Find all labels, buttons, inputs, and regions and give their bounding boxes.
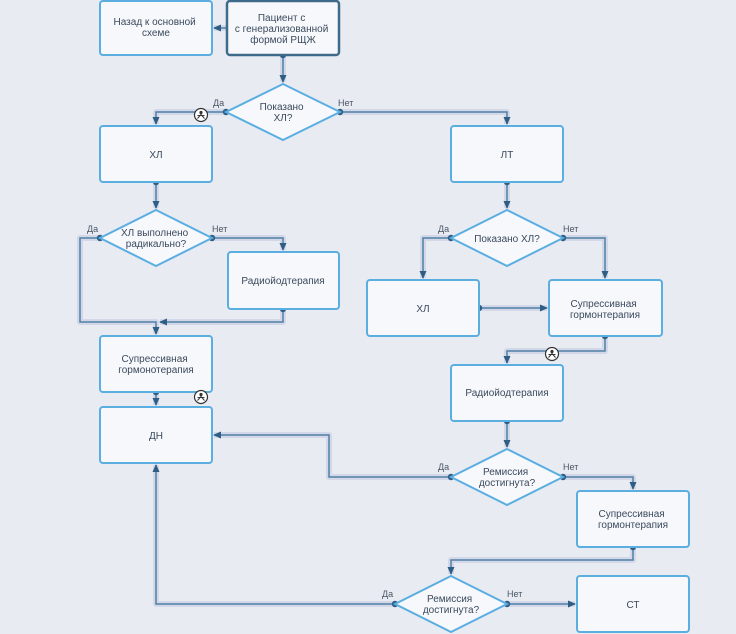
svg-text:Радиойодтерапия: Радиойодтерапия xyxy=(465,388,548,399)
connectors xyxy=(77,24,637,608)
node-hl-1[interactable]: ХЛ xyxy=(99,125,213,183)
svg-text:ДН: ДН xyxy=(149,431,163,442)
node-suppressive-2[interactable]: Супрессивная гормонтерапия xyxy=(576,490,690,548)
node-st[interactable]: СТ xyxy=(576,575,690,633)
connector-sup-to-d5[interactable] xyxy=(447,547,634,575)
connector-halo-d4-no-to-sup xyxy=(563,474,636,489)
d3-yes-label: Да xyxy=(438,224,449,234)
d1-yes-label: Да xyxy=(213,98,224,108)
connector-d4-yes-to-dn[interactable] xyxy=(213,431,451,478)
svg-text:Супрессивная гормонтерап: Супрессивная гормонтерапия xyxy=(598,509,668,531)
svg-text:Ремиссия достигнута?: Ремиссия достигнута? xyxy=(479,467,536,489)
connector-d5-yes-to-dn[interactable] xyxy=(152,464,395,605)
connector-halo-d1-yes-to-hl xyxy=(153,109,226,124)
svg-text:ХЛ: ХЛ xyxy=(149,150,162,161)
d3-no-label: Нет xyxy=(563,224,578,234)
connector-d2-no-to-rit[interactable] xyxy=(212,237,287,251)
node-hl-2[interactable]: ХЛ xyxy=(366,279,480,337)
node-back[interactable]: Назад к основной схеме xyxy=(99,0,213,56)
svg-text:Пациент с с генерализова: Пациент с с генерализованной формой РЩЖ xyxy=(235,13,331,46)
connector-d1-no-to-lt[interactable] xyxy=(340,111,511,125)
svg-text:Ремиссия достигнута?: Ремиссия достигнута? xyxy=(423,594,480,616)
connector-d2-yes-to-sup[interactable] xyxy=(79,237,160,335)
connector-halo-d1-no-to-lt xyxy=(340,109,510,124)
svg-text:СТ: СТ xyxy=(627,600,640,611)
connector-d3-no-to-sup[interactable] xyxy=(563,237,609,279)
node-suppressive-1[interactable]: Супрессивная гормонтерапия xyxy=(548,279,663,337)
person-marker-icon[interactable] xyxy=(193,389,209,405)
node-radioiodine-1[interactable]: Радиойодтерапия xyxy=(227,251,340,310)
svg-text:ХЛ: ХЛ xyxy=(416,304,429,315)
connector-halo-d5-yes-to-dn xyxy=(153,465,395,607)
connector-halo-d3-no-to-sup xyxy=(563,235,608,278)
svg-text:Супрессивная гормонотера: Супрессивная гормонотерапия xyxy=(118,354,193,376)
d2-yes-label: Да xyxy=(87,224,98,234)
svg-text:ЛТ: ЛТ xyxy=(501,150,514,161)
svg-text:Показано ХЛ?: Показано ХЛ? xyxy=(474,234,540,245)
d2-no-label: Нет xyxy=(212,224,227,234)
decision-d2[interactable]: ХЛ выполнено радикально? xyxy=(97,208,215,268)
connector-d4-no-to-sup[interactable] xyxy=(563,476,637,490)
connector-halo-d3-yes-to-hl xyxy=(420,235,451,278)
connector-rit-to-sup[interactable] xyxy=(159,309,284,326)
node-dn[interactable]: ДН xyxy=(99,406,213,464)
node-radioiodine-2[interactable]: Радиойодтерапия xyxy=(450,364,564,422)
node-lt[interactable]: ЛТ xyxy=(450,125,564,183)
svg-text:ХЛ выполнено радикально?: ХЛ выполнено радикально? xyxy=(121,228,191,250)
decision-d4[interactable]: Ремиссия достигнута? xyxy=(448,447,566,507)
decision-d3[interactable]: Показано ХЛ? xyxy=(448,208,566,268)
svg-text:Супрессивная гормонтерап: Супрессивная гормонтерапия xyxy=(570,299,640,321)
connector-halo-d2-no-to-rit xyxy=(212,235,286,250)
person-marker-icon[interactable] xyxy=(193,107,209,123)
d5-yes-label: Да xyxy=(382,589,393,599)
svg-text:Назад к основной схеме: Назад к основной схеме xyxy=(114,17,199,39)
decision-d5[interactable]: Ремиссия достигнута? xyxy=(392,574,510,634)
connector-halo-rit-to-sup xyxy=(160,309,286,325)
d5-no-label: Нет xyxy=(507,589,522,599)
connector-d3-yes-to-hl[interactable] xyxy=(419,237,451,279)
svg-text:Радиойодтерапия: Радиойодтерапия xyxy=(241,276,324,287)
d1-no-label: Нет xyxy=(338,98,353,108)
svg-text:Показано ХЛ?: Показано ХЛ? xyxy=(260,102,307,124)
decision-d1[interactable]: Показано ХЛ? xyxy=(223,82,343,142)
node-start[interactable]: Пациент с с генерализованной формой РЩЖ xyxy=(225,0,341,57)
connector-halo-d4-yes-to-dn xyxy=(214,432,451,480)
person-marker-icon[interactable] xyxy=(544,346,560,362)
d4-no-label: Нет xyxy=(563,462,578,472)
d4-yes-label: Да xyxy=(438,462,449,472)
node-suppressive-left[interactable]: Супрессивная гормонотерапия xyxy=(99,335,213,393)
